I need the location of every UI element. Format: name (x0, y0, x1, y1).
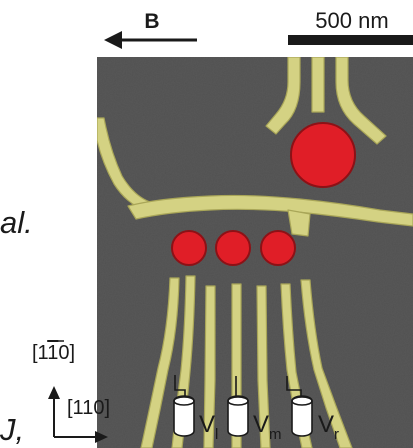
magnetic-field-indicator: B (104, 10, 197, 49)
axis-arrows-icon (48, 386, 108, 443)
axis-label-vertical: [110] (32, 342, 75, 364)
finger-gate-6 (280, 283, 313, 448)
voltage-probe-icon (173, 375, 195, 437)
axis-label-horizontal: [110] (67, 397, 110, 419)
finger-gate-5 (256, 285, 271, 448)
left-arrow-icon (104, 31, 197, 49)
horizontal-gate-stub (287, 209, 311, 237)
sensor-gate-middle (311, 57, 325, 113)
sensor-gate-right (335, 57, 387, 145)
scale-label: 500 nm (315, 8, 388, 33)
finger-gate-3 (203, 285, 216, 448)
sensor-gate-left (265, 57, 301, 135)
voltage-probes (173, 375, 313, 437)
sensor-dot (290, 122, 356, 188)
horizontal-barrier-gate (127, 194, 413, 227)
quantum-dot-middle (215, 230, 251, 266)
finger-gate-1 (140, 277, 180, 448)
scale-bar-icon (288, 35, 413, 45)
probe-label-left: Vl (199, 411, 218, 443)
probe-labels: Vl Vm Vr (199, 411, 339, 443)
probe-label-middle: Vm (253, 411, 282, 443)
sem-micrograph (97, 57, 413, 448)
partial-text-top: al. (0, 205, 33, 240)
probe-label-right: Vr (318, 411, 339, 443)
partial-text-bottom: J, (0, 412, 24, 447)
quantum-dot-left (171, 230, 207, 266)
field-label: B (144, 10, 159, 33)
voltage-probe-icon (286, 376, 313, 437)
finger-gate-7 (300, 279, 353, 448)
voltage-probe-icon (227, 376, 249, 437)
scale-bar: 500 nm (288, 8, 413, 45)
quantum-dot-right (260, 230, 296, 266)
